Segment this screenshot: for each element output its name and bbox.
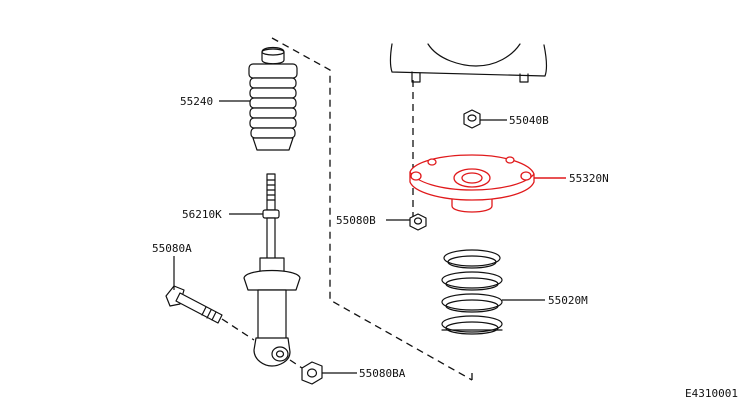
shock-absorber bbox=[243, 257, 301, 367]
bound-bumper-boot bbox=[248, 46, 298, 151]
label-lower-nut: 55080BA bbox=[359, 367, 406, 380]
coil-spring bbox=[441, 249, 503, 335]
mount-washer-nut bbox=[409, 213, 427, 231]
label-coil-spring: 55020M bbox=[548, 294, 588, 307]
lower-mount-bolt bbox=[165, 285, 223, 324]
lower-mount-nut bbox=[301, 361, 323, 385]
bolt-projection-line bbox=[221, 318, 255, 341]
upper-strut-mount bbox=[409, 154, 535, 213]
label-mount-washer-nut: 55080B bbox=[336, 214, 376, 227]
piston-rod bbox=[262, 173, 280, 261]
vehicle-body-mount bbox=[389, 43, 548, 83]
label-lower-bolt: 55080A bbox=[152, 242, 192, 255]
label-upper-nut: 55040B bbox=[509, 114, 549, 127]
nut-projection-line bbox=[289, 359, 303, 369]
label-upper-mount: 55320N bbox=[569, 172, 609, 185]
alignment-dashed-line bbox=[271, 37, 473, 381]
label-piston-rod-nut: 56210K bbox=[182, 208, 222, 221]
label-bound-bumper: 55240 bbox=[180, 95, 213, 108]
diagram-code: E4310001 bbox=[685, 387, 738, 400]
upper-mount-nut bbox=[463, 109, 481, 129]
